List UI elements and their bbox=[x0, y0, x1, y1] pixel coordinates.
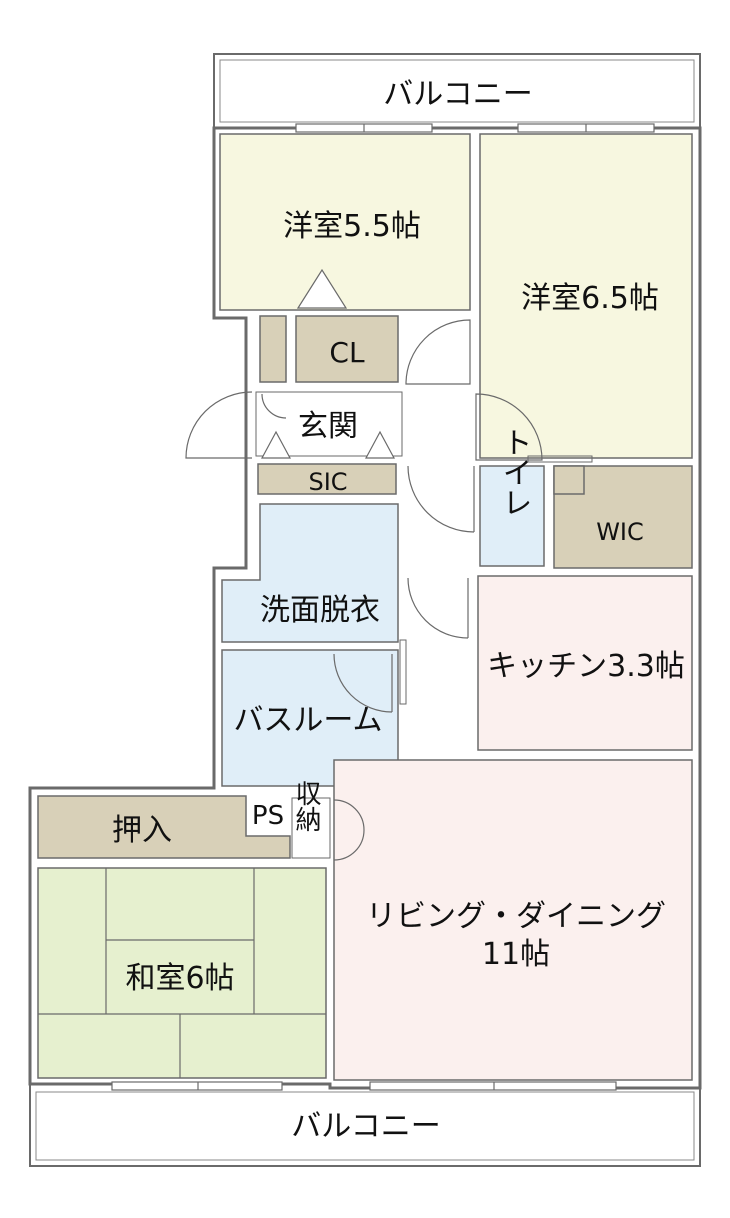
label-western-55: 洋室5.5帖 bbox=[283, 209, 421, 244]
label-entrance: 玄関 bbox=[298, 409, 358, 444]
sliding-doors bbox=[399, 455, 593, 705]
storage-area bbox=[291, 797, 331, 859]
closet-small bbox=[259, 315, 287, 383]
room-living-dining bbox=[333, 759, 693, 1081]
label-wic: WIC bbox=[596, 518, 644, 546]
closet-cl bbox=[295, 315, 399, 383]
label-oshiire: 押入 bbox=[112, 813, 172, 848]
closet-sic bbox=[257, 463, 397, 495]
label-living-1: リビング・ダイニング bbox=[366, 899, 666, 934]
room-western-65 bbox=[479, 133, 693, 459]
label-bathroom: バスルーム bbox=[233, 703, 382, 738]
balcony-bottom bbox=[29, 1083, 701, 1167]
closet-oshiire bbox=[37, 795, 291, 859]
label-balcony-top: バルコニー bbox=[383, 77, 532, 112]
label-washroom: 洗面脱衣 bbox=[260, 593, 380, 628]
closet-door-markers bbox=[260, 268, 396, 459]
label-cl: CL bbox=[329, 336, 365, 369]
room-western-55 bbox=[219, 133, 471, 311]
room-washitsu bbox=[37, 867, 327, 1079]
label-western-65: 洋室6.5帖 bbox=[521, 281, 659, 316]
balcony-top bbox=[213, 53, 701, 129]
label-toilet: トイレ bbox=[497, 427, 532, 517]
closet-wic bbox=[553, 465, 693, 569]
room-washroom bbox=[221, 503, 399, 643]
door-swings bbox=[185, 319, 543, 861]
label-sic: SIC bbox=[308, 468, 347, 496]
label-washitsu: 和室6帖 bbox=[125, 961, 234, 996]
windows bbox=[111, 123, 655, 1091]
label-storage: 収納 bbox=[291, 780, 321, 832]
label-ps: PS bbox=[252, 801, 284, 831]
label-balcony-bottom: バルコニー bbox=[291, 1109, 440, 1144]
room-kitchen bbox=[477, 575, 693, 751]
tatami-lines bbox=[38, 868, 326, 1078]
label-kitchen: キッチン3.3帖 bbox=[487, 649, 685, 684]
label-living-2: 11帖 bbox=[482, 937, 550, 972]
room-toilet bbox=[479, 465, 545, 567]
